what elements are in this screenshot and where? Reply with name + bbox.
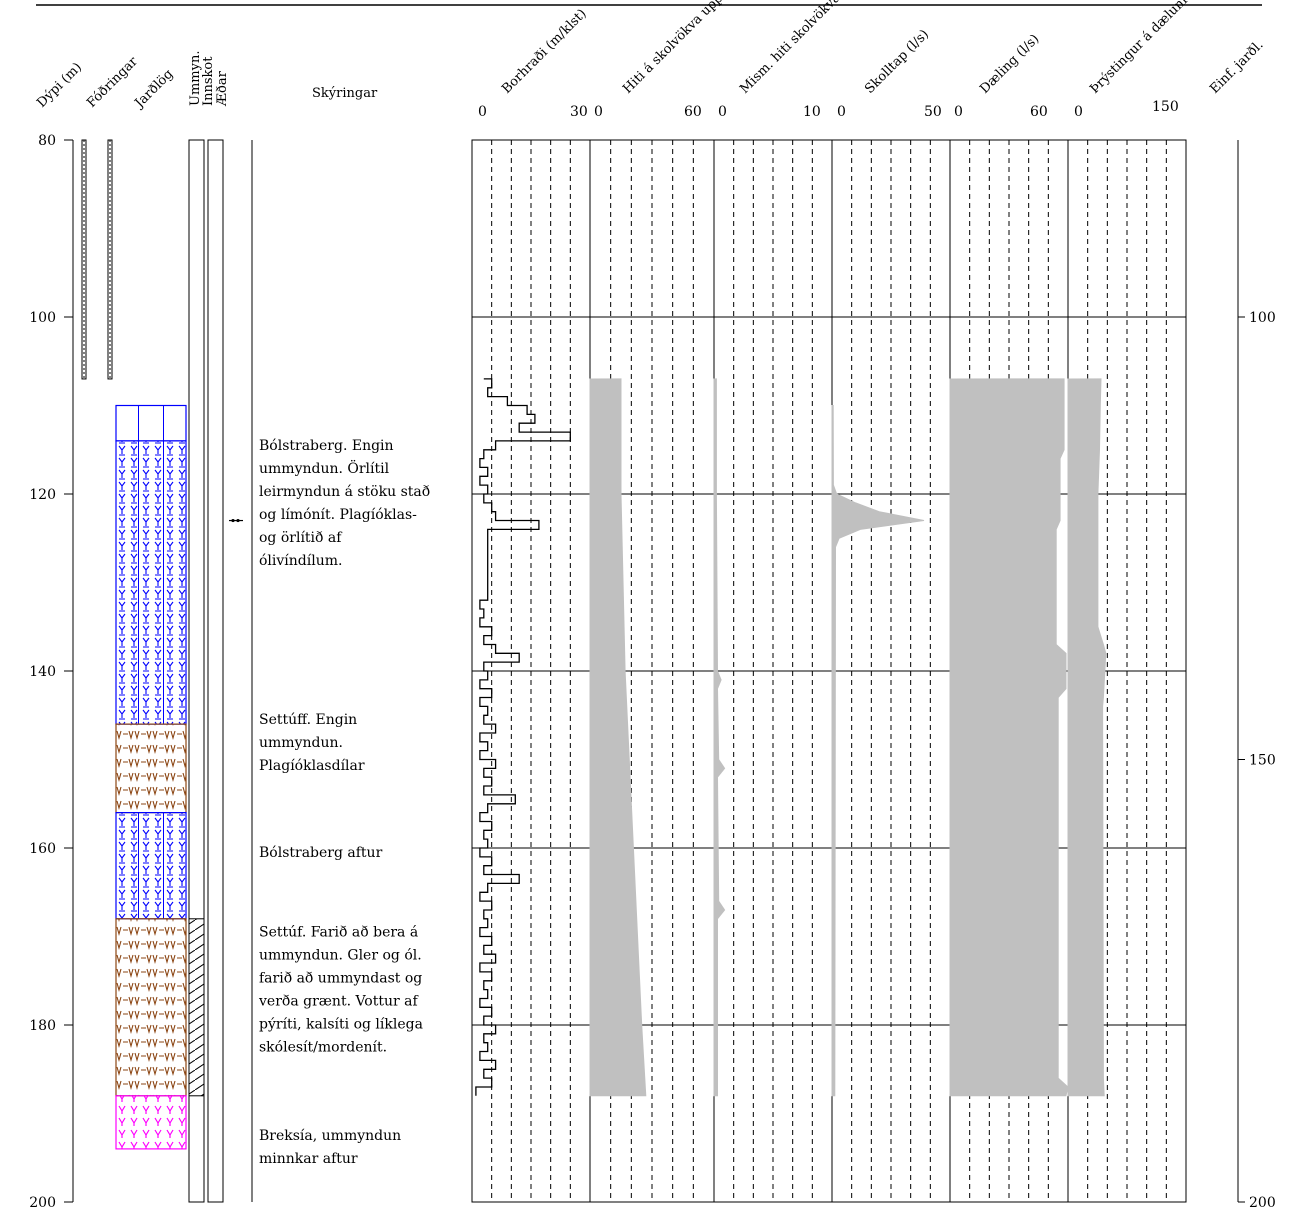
notes-text: Bólstraberg. Engin ummyndun. Örlítil leirm… xyxy=(258,438,430,1167)
track-area-temp_up xyxy=(589,378,647,1097)
header-temp-up: Hiti á skolvökva upp (°C) xyxy=(620,0,748,97)
description-line: ummyndun. Gler og ól. xyxy=(259,948,422,964)
circ-loss-scale-min: 0 xyxy=(837,104,846,120)
description-line: Settúf. Farið að bera á xyxy=(259,925,418,941)
pressure-scale-max: 150 xyxy=(1152,99,1179,115)
lithology-breccia xyxy=(115,1095,187,1150)
right-depth-tick-label: 100 xyxy=(1249,310,1276,326)
track-line-rop xyxy=(475,378,571,1096)
right-depth-tick-label: 200 xyxy=(1249,1195,1276,1211)
rop-scale-min: 0 xyxy=(478,104,487,120)
casing-pipe xyxy=(81,139,87,380)
track-circ_loss xyxy=(831,139,951,1203)
track-area-temp_diff xyxy=(713,378,726,1097)
header-veins: Æðar xyxy=(215,70,230,107)
description-line: og límónít. Plagíóklas- xyxy=(259,507,417,523)
pumping-scale-max: 60 xyxy=(1030,104,1048,120)
header-pressure: Þrýstingur á dæluni (bar) xyxy=(1087,0,1216,97)
header-notes: Skýringar xyxy=(312,86,378,101)
header-intrusions: Innskot xyxy=(201,56,216,106)
pressure-scale-min: 0 xyxy=(1074,104,1083,120)
track-area-circ_loss xyxy=(831,405,925,1097)
temp-diff-scale-max: 10 xyxy=(803,104,821,120)
alteration-interval xyxy=(188,918,205,1097)
track-scale-labels: 0 30 0 60 0 10 0 50 0 60 0 150 xyxy=(478,99,1179,120)
right-depth-axis: 100 150 200 xyxy=(1237,140,1276,1211)
data-tracks xyxy=(471,139,1187,1203)
description-line: ummyndun. xyxy=(259,735,343,751)
casing-pipe xyxy=(107,139,113,380)
description-line: pýríti, kalsíti og líklega xyxy=(259,1016,423,1033)
description-line: Breksía, ummyndun xyxy=(259,1128,401,1144)
rop-scale-max: 30 xyxy=(570,104,588,120)
header-alteration: Ummyn. xyxy=(188,51,203,106)
header-casing: Fóðringar xyxy=(84,54,141,111)
vein-column xyxy=(229,518,243,523)
depth-tick-label: 200 xyxy=(29,1195,56,1211)
track-temp_diff xyxy=(713,139,833,1203)
lithology-tuff xyxy=(115,723,187,814)
description-line: minnkar aftur xyxy=(259,1151,358,1167)
depth-tick-label: 180 xyxy=(29,1018,56,1034)
description-line: skólesít/mordenít. xyxy=(259,1040,387,1056)
header-simple-log: Einf. jarðl. xyxy=(1207,38,1266,97)
alteration-intervals xyxy=(188,918,205,1097)
description-line: verða grænt. Vottur af xyxy=(258,994,419,1010)
header-pumping: Dæling (l/s) xyxy=(977,32,1042,97)
description-line: farið að ummyndast og xyxy=(259,971,422,987)
track-area-pressure xyxy=(1067,378,1107,1097)
temp-diff-scale-min: 0 xyxy=(718,104,727,120)
alteration-column-frame xyxy=(188,139,205,1203)
depth-tick-label: 160 xyxy=(29,841,56,857)
description-line: ólivíndílum. xyxy=(259,553,342,569)
temp-up-scale-min: 0 xyxy=(594,104,603,120)
circ-loss-scale-max: 50 xyxy=(924,104,942,120)
description-line: og örlítið af xyxy=(259,530,343,546)
description-line: Bólstraberg. Engin xyxy=(259,438,394,454)
header-depth: Dýpi (m) xyxy=(34,60,85,111)
vein-dot xyxy=(236,518,240,523)
track-area-pumping xyxy=(949,378,1069,1097)
track-rop xyxy=(471,139,591,1203)
depth-tick-label: 120 xyxy=(29,487,56,503)
description-line: Settúff. Engin xyxy=(259,712,357,728)
right-depth-tick-label: 150 xyxy=(1249,753,1276,769)
depth-tick-label: 80 xyxy=(38,133,56,149)
description-line: Bólstraberg aftur xyxy=(259,845,383,861)
track-pumping xyxy=(949,139,1069,1203)
notes-column: Bólstraberg. Engin ummyndun. Örlítil leirm… xyxy=(251,140,430,1202)
header-strata: Jarðlög xyxy=(131,67,176,112)
casing-column xyxy=(81,139,113,380)
vein-dot xyxy=(231,518,235,523)
description-line: Plagíóklasdílar xyxy=(259,758,365,774)
depth-tick-label: 140 xyxy=(29,664,56,680)
intrusion-column-frame xyxy=(207,139,224,1203)
pumping-scale-min: 0 xyxy=(954,104,963,120)
header-temp-diff: Mism. hiti skolvökva (°C) xyxy=(737,0,865,97)
track-pressure xyxy=(1067,139,1187,1203)
lithology-open xyxy=(115,404,187,442)
description-line: leirmyndun á stöku stað xyxy=(259,484,430,500)
lithology-column xyxy=(115,404,187,1150)
column-headers: Dýpi (m) Fóðringar Jarðlög Ummyn. Innsko… xyxy=(34,0,1266,112)
header-rop: Borhraði (m/klst) xyxy=(499,6,589,96)
description-line: ummyndun. Örlítil xyxy=(259,459,390,477)
lithology-tuff xyxy=(115,918,187,1097)
lithology-pillow-basalt xyxy=(115,440,187,725)
lithology-pillow-basalt xyxy=(115,811,187,920)
depth-axis-ticks: 80 100 120 140 160 180 200 xyxy=(29,133,73,1211)
alteration-column xyxy=(188,139,205,1203)
depth-axis: 80 100 120 140 160 180 200 xyxy=(29,133,74,1211)
temp-up-scale-max: 60 xyxy=(684,104,702,120)
depth-tick-label: 100 xyxy=(29,310,56,326)
track-temp_up xyxy=(589,139,715,1203)
header-circ-loss: Skolltap (l/s) xyxy=(862,27,932,97)
